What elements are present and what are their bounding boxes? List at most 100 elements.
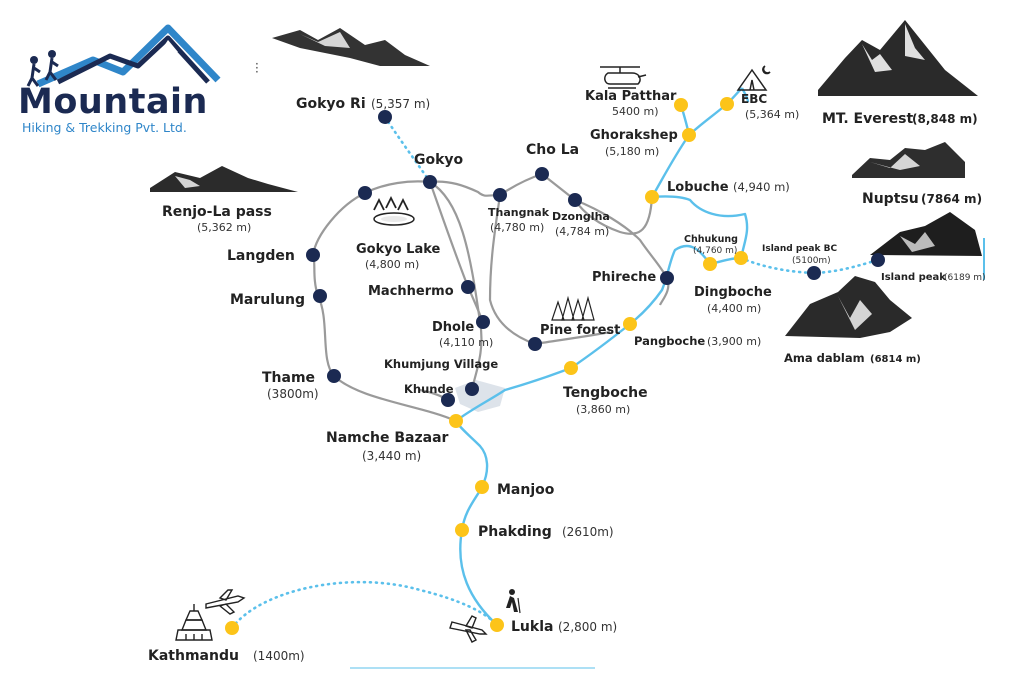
place-altitude-ebc: (5,364 m) <box>745 108 799 121</box>
place-label-ebc: EBC <box>741 92 767 106</box>
place-altitude-phakding: (2610m) <box>562 525 614 539</box>
place-altitude-namche: (3,440 m) <box>362 449 421 463</box>
temple-icon <box>175 604 213 641</box>
peak-altitude-amadablam: (6814 m) <box>870 354 921 365</box>
stop-marker-islandbc[interactable] <box>807 266 821 280</box>
stop-marker-pangboche[interactable] <box>623 317 637 331</box>
peak-altitude-nuptse: (7864 m) <box>921 192 982 206</box>
place-label-phireche: Phireche <box>592 270 656 285</box>
airplane-icon-kathmandu <box>205 589 246 615</box>
stop-marker-tengboche[interactable] <box>564 361 578 375</box>
place-label-thangnak: Thangnak <box>488 206 550 219</box>
stop-marker-gokyori[interactable] <box>378 110 392 124</box>
stop-marker-kathmandu[interactable] <box>225 621 239 635</box>
gokyo-lake-icon <box>373 195 415 226</box>
place-altitude-renjola: (5,362 m) <box>197 221 251 234</box>
stop-marker-gokyo[interactable] <box>423 175 437 189</box>
place-label-khumjung: Khumjung Village <box>384 357 498 371</box>
logo-mountains-icon <box>26 24 221 88</box>
stop-marker-lukla[interactable] <box>490 618 504 632</box>
stop-marker-gokyolake[interactable] <box>358 186 372 200</box>
place-label-khunde: Khunde <box>404 382 454 396</box>
place-label-thame: Thame <box>262 370 315 386</box>
place-altitude-thangnak: (4,780 m) <box>490 221 544 234</box>
place-label-islandpeak: Island peak <box>881 272 946 283</box>
brand-name: Mountain <box>18 82 208 122</box>
stop-marker-dingboche[interactable] <box>703 257 717 271</box>
brand-subtitle: Hiking & Trekking Pvt. Ltd. <box>22 120 187 135</box>
place-label-marulung: Marulung <box>230 292 305 308</box>
place-label-pineforest: Pine forest <box>540 323 620 338</box>
place-label-lobuche: Lobuche <box>667 180 729 195</box>
stop-marker-pineforest[interactable] <box>528 337 542 351</box>
stop-marker-machhermo[interactable] <box>461 280 475 294</box>
stop-marker-kalapatthar[interactable] <box>674 98 688 112</box>
place-altitude-kalapatthar: 5400 m) <box>612 105 659 118</box>
stop-marker-khunde[interactable] <box>441 393 455 407</box>
island-peak-mountain-icon <box>870 212 982 256</box>
place-label-phakding: Phakding <box>478 524 552 540</box>
nuptse-mountain-icon <box>852 142 965 178</box>
place-altitude-gokyori: (5,357 m) <box>371 97 430 111</box>
stop-marker-namche[interactable] <box>449 414 463 428</box>
stop-marker-dzonglha[interactable] <box>568 193 582 207</box>
stop-marker-lobuche[interactable] <box>645 190 659 204</box>
place-label-dingboche: Dingboche <box>694 285 772 300</box>
stop-marker-chhukung[interactable] <box>734 251 748 265</box>
stop-marker-thame[interactable] <box>327 369 341 383</box>
place-label-kalapatthar: Kala Patthar <box>585 89 677 104</box>
stop-marker-chola[interactable] <box>535 167 549 181</box>
place-label-dzonglha: Dzonglha <box>552 210 610 223</box>
place-altitude-islandpeak: (6189 m) <box>944 273 986 283</box>
place-altitude-kathmandu: (1400m) <box>253 649 305 663</box>
everest-mountain-icon <box>818 20 978 96</box>
place-label-manjoo: Manjoo <box>497 482 555 498</box>
pine-forest-icon <box>551 295 595 321</box>
place-altitude-gokyolake: (4,800 m) <box>365 258 419 271</box>
place-label-namche: Namche Bazaar <box>326 430 449 446</box>
place-altitude-lobuche: (4,940 m) <box>733 180 790 194</box>
place-altitude-lukla: (2,800 m) <box>558 620 617 634</box>
place-label-renjola: Renjo-La pass <box>162 204 272 220</box>
renjo-la-mountain-icon <box>150 166 298 192</box>
stop-marker-phireche[interactable] <box>660 271 674 285</box>
place-altitude-gorakshep: (5,180 m) <box>605 145 659 158</box>
place-altitude-pangboche: (3,900 m) <box>707 335 761 348</box>
place-label-gorakshep: Ghorakshep <box>590 128 678 143</box>
helicopter-icon <box>600 66 647 89</box>
stop-marker-langden[interactable] <box>306 248 320 262</box>
camp-tent-icon <box>736 65 771 91</box>
company-logo <box>18 22 238 142</box>
peak-label-everest: MT. Everest <box>822 111 913 127</box>
menu-dots-icon: ··· <box>255 57 259 79</box>
main-trail <box>454 87 750 626</box>
stop-marker-ebc[interactable] <box>720 97 734 111</box>
place-label-dhole: Dhole <box>432 320 474 335</box>
stop-marker-khumjung[interactable] <box>465 382 479 396</box>
airplane-icon-lukla <box>449 615 488 643</box>
place-label-chola: Cho La <box>526 142 579 158</box>
place-label-islandbc: Island peak BC <box>762 244 837 254</box>
stop-marker-marulung[interactable] <box>313 289 327 303</box>
place-label-gokyori: Gokyo Ri <box>296 96 366 112</box>
place-altitude-thame: (3800m) <box>267 387 319 401</box>
place-label-lukla: Lukla <box>511 619 553 635</box>
stop-marker-phakding[interactable] <box>455 523 469 537</box>
hiker-icon <box>506 589 521 614</box>
place-label-langden: Langden <box>227 248 295 264</box>
stop-marker-islandpeak[interactable] <box>871 253 885 267</box>
peak-label-nuptse: Nuptsu <box>862 191 919 207</box>
peak-altitude-everest: (8,848 m) <box>912 112 978 126</box>
place-label-machhermo: Machhermo <box>368 284 454 299</box>
place-altitude-dhole: (4,110 m) <box>439 336 493 349</box>
place-label-kathmandu: Kathmandu <box>148 648 239 664</box>
place-altitude-chhukung: (4,760 m) <box>693 246 737 256</box>
stop-marker-manjoo[interactable] <box>475 480 489 494</box>
stop-marker-gorakshep[interactable] <box>682 128 696 142</box>
place-label-gokyo: Gokyo <box>414 152 464 168</box>
stop-marker-dhole[interactable] <box>476 315 490 329</box>
ama-dablam-mountain-icon <box>785 276 912 338</box>
place-label-tengboche: Tengboche <box>563 385 648 401</box>
stop-marker-thangnak[interactable] <box>493 188 507 202</box>
